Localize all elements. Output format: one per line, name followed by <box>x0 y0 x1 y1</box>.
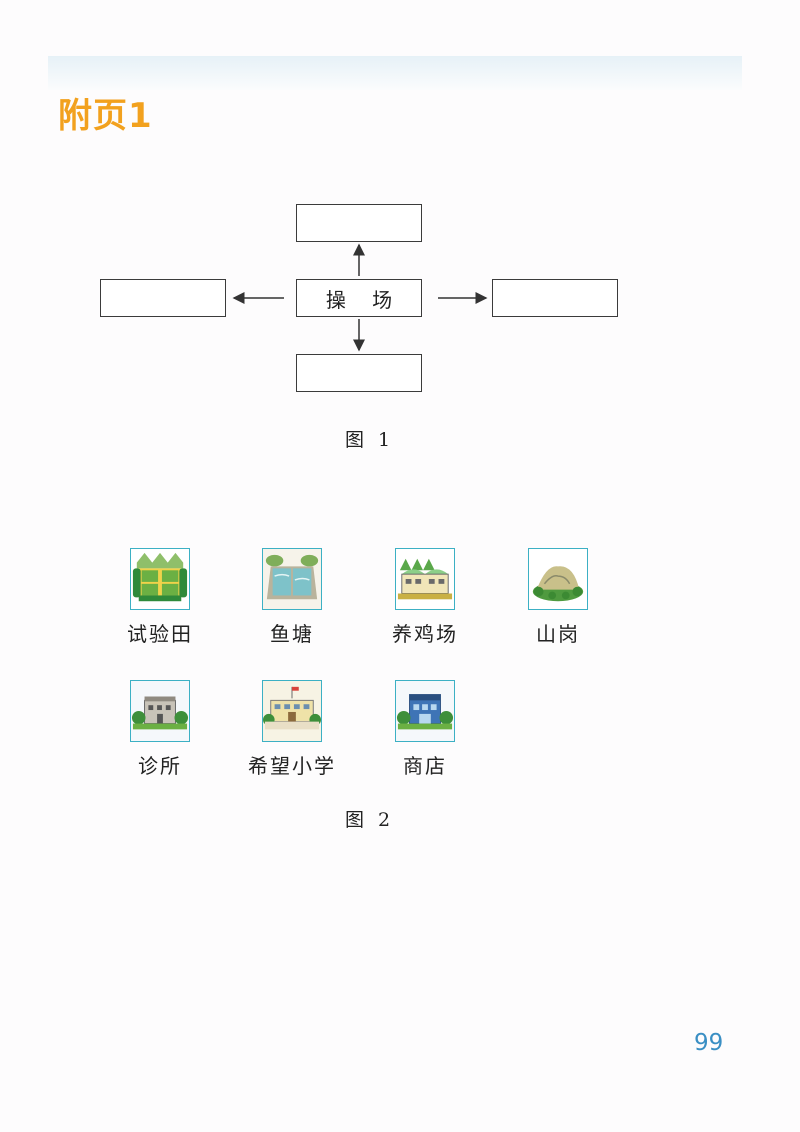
place-label: 鱼塘 <box>270 622 314 646</box>
place-card: 鱼塘 <box>237 548 347 647</box>
place-label: 山岗 <box>536 622 580 646</box>
south-box <box>296 354 422 392</box>
place-label: 希望小学 <box>248 754 336 778</box>
clinic-icon <box>130 680 190 742</box>
shop-icon <box>395 680 455 742</box>
place-label: 商店 <box>403 754 447 778</box>
place-label: 诊所 <box>138 754 182 778</box>
header-band <box>48 56 742 90</box>
fish-pond-icon <box>262 548 322 610</box>
place-card: 养鸡场 <box>370 548 480 647</box>
place-card: 山岗 <box>503 548 613 647</box>
place-card: 试验田 <box>105 548 215 647</box>
place-card: 希望小学 <box>237 680 347 779</box>
school-icon <box>262 680 322 742</box>
place-label: 养鸡场 <box>392 622 458 646</box>
west-box <box>100 279 226 317</box>
figure2-caption: 图 2 <box>345 809 395 831</box>
figure1-caption: 图 1 <box>345 429 395 451</box>
place-label: 试验田 <box>127 622 193 646</box>
page-heading: 附页1 <box>58 96 153 136</box>
hill-icon <box>528 548 588 610</box>
chicken-farm-icon <box>395 548 455 610</box>
playground-box: 操 场 <box>296 279 422 317</box>
place-card: 商店 <box>370 680 480 779</box>
place-card: 诊所 <box>105 680 215 779</box>
north-box <box>296 204 422 242</box>
field-icon <box>130 548 190 610</box>
page-number: 99 <box>694 1030 724 1056</box>
east-box <box>492 279 618 317</box>
